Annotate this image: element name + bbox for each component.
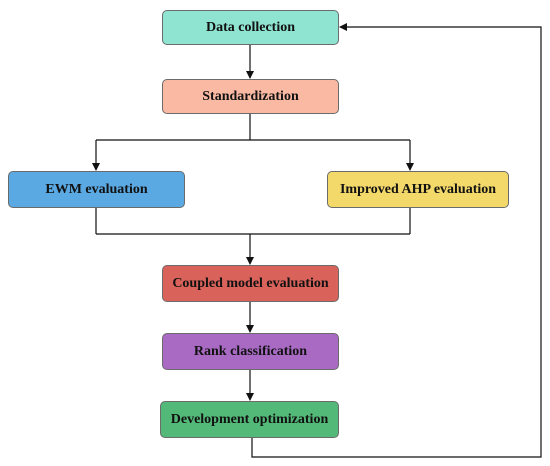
node-rank-classification: Rank classification (162, 333, 339, 370)
edge-feedback-loop (251, 23, 542, 458)
node-data-collection-label: Data collection (205, 19, 296, 35)
node-ewm-evaluation: EWM evaluation (8, 171, 185, 208)
node-data-collection: Data collection (162, 10, 339, 45)
node-improved-ahp-evaluation-label: Improved AHP evaluation (339, 181, 497, 197)
node-coupled-model-evaluation-label: Coupled model evaluation (172, 275, 329, 291)
node-ewm-evaluation-label: EWM evaluation (45, 181, 148, 197)
node-rank-classification-label: Rank classification (193, 343, 308, 359)
node-standardization-label: Standardization (202, 88, 299, 104)
node-improved-ahp-evaluation: Improved AHP evaluation (327, 171, 509, 208)
node-development-optimization-label: Development optimization (170, 411, 329, 427)
node-development-optimization: Development optimization (160, 401, 339, 438)
node-standardization: Standardization (162, 79, 339, 114)
node-coupled-model-evaluation: Coupled model evaluation (162, 265, 339, 302)
